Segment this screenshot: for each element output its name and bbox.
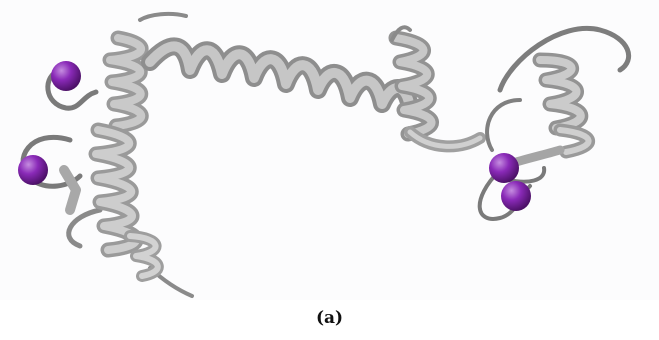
left-domain (20, 11, 194, 298)
ion-sphere-right-upper (489, 153, 519, 183)
ion-sphere-right-lower (501, 181, 531, 211)
metal-ions (18, 61, 531, 211)
ion-sphere-top-left (51, 61, 81, 91)
ion-sphere-mid-left (18, 155, 48, 185)
left-beta-strand (59, 165, 81, 215)
left-n-terminal-coil (138, 11, 188, 22)
left-top-loop (45, 67, 99, 111)
figure-caption: (a) (315, 308, 344, 328)
central-long-helix (141, 37, 419, 117)
right-top-coil (390, 25, 412, 42)
right-upper-loop (497, 26, 632, 93)
right-loop-b (485, 98, 522, 152)
left-lower-loop (66, 207, 103, 249)
